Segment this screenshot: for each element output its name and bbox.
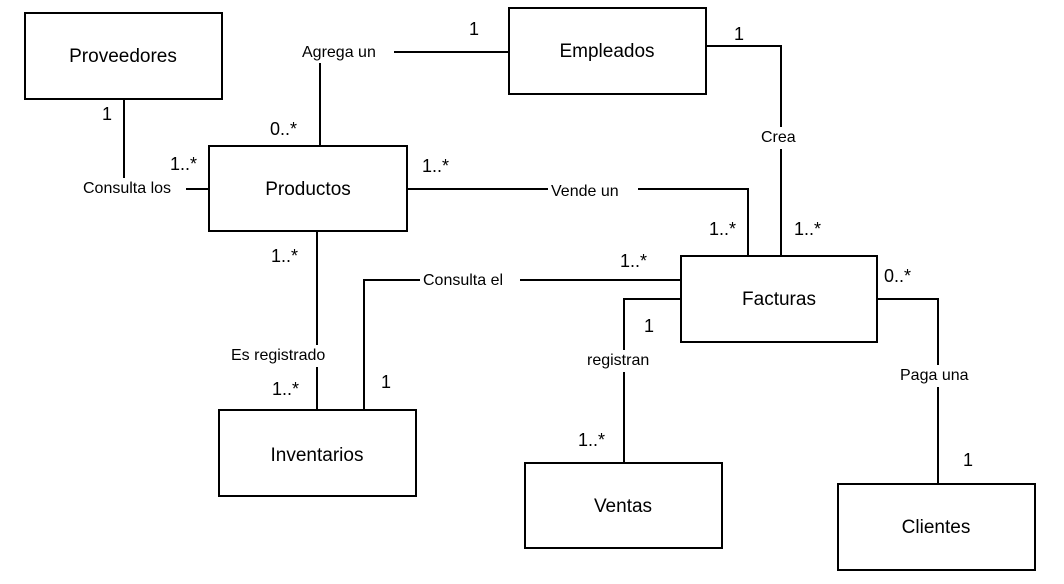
entity-facturas: Facturas [680,255,878,343]
mult-inventarios-consulta: 1 [381,372,391,392]
entity-proveedores: Proveedores [24,12,223,100]
mult-inventarios-registrado: 1..* [272,379,299,399]
label-crea: Crea [761,129,796,146]
label-es-registrado: Es registrado [231,347,325,364]
connectors [123,45,939,484]
entity-label-proveedores: Proveedores [69,46,177,67]
mult-facturas-vende: 1..* [709,219,736,239]
entity-label-productos: Productos [265,179,351,200]
multiplicities: 1 0..* 1 1..* 1 1..* 1..* 1..* 1..* 1 1.… [102,19,973,470]
entity-label-ventas: Ventas [594,496,652,517]
mult-productos-consulta: 1..* [170,154,197,174]
entity-label-facturas: Facturas [742,289,816,310]
entity-ventas: Ventas [524,462,723,549]
connector-facturas-clientes [877,298,939,484]
mult-clientes-paga: 1 [963,450,973,470]
entity-inventarios: Inventarios [218,409,417,497]
entity-clientes: Clientes [837,483,1036,571]
mult-facturas-consulta: 1..* [620,251,647,271]
mult-facturas-crea: 1..* [794,219,821,239]
mult-productos-registrado: 1..* [271,246,298,266]
label-vende-un: Vende un [551,183,619,200]
relationship-labels: Agrega un Consulta los Crea Vende un Con… [80,41,979,387]
connector-proveedores-productos [123,99,209,190]
label-consulta-el: Consulta el [423,272,503,289]
mult-ventas-registran: 1..* [578,430,605,450]
mult-empleados-crea: 1 [734,24,744,44]
entity-label-clientes: Clientes [902,517,971,538]
label-agrega-un: Agrega un [302,44,376,61]
mult-productos-agrega: 0..* [270,119,297,139]
entity-productos: Productos [208,145,408,232]
label-paga-una: Paga una [900,367,969,384]
mult-empleados-agrega: 1 [469,19,479,39]
connector-facturas-ventas [623,298,681,463]
entity-empleados: Empleados [508,7,707,95]
label-registran: registran [587,352,649,369]
mult-productos-vende: 1..* [422,156,449,176]
connector-empleados-facturas [706,45,782,256]
connector-inventarios-facturas [363,279,681,410]
connector-productos-facturas [407,188,749,256]
mult-proveedores-consulta: 1 [102,104,112,124]
connector-empleados-productos [319,51,509,146]
label-consulta-los: Consulta los [83,180,171,197]
entity-label-empleados: Empleados [559,41,654,62]
mult-facturas-registran: 1 [644,316,654,336]
entity-label-inventarios: Inventarios [271,445,364,466]
mult-facturas-paga: 0..* [884,266,911,286]
